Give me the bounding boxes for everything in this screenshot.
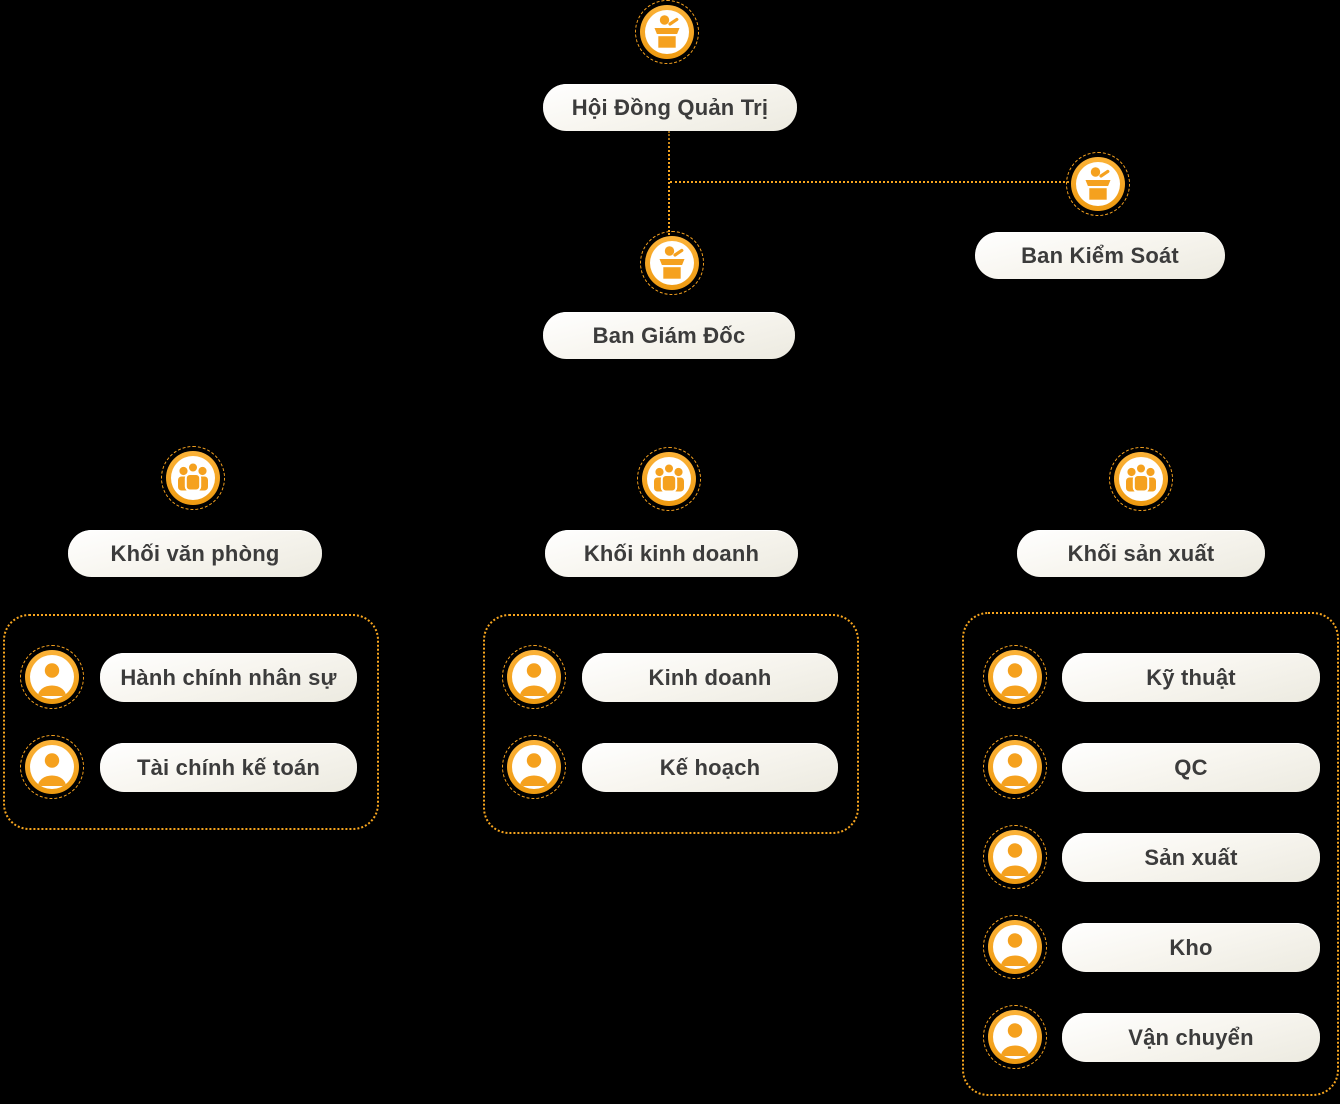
connector-root-to-supervisory — [670, 181, 1069, 183]
person-icon[interactable] — [983, 735, 1047, 799]
node-executive-label: Ban Giám Đốc — [592, 322, 746, 348]
division-label: Khối kinh doanh — [583, 540, 760, 566]
node-dept[interactable]: Kho — [1062, 923, 1320, 972]
person-icon[interactable] — [983, 915, 1047, 979]
podium-icon[interactable] — [640, 231, 704, 295]
dept-label: Kho — [1169, 934, 1213, 960]
node-dept[interactable]: Kỹ thuật — [1062, 653, 1320, 702]
podium-icon-glyph — [650, 241, 694, 285]
person-icon-glyph — [30, 745, 74, 789]
node-supervisory[interactable]: Ban Kiểm Soát — [975, 232, 1225, 279]
person-icon-glyph — [512, 655, 556, 699]
person-icon-glyph — [993, 1015, 1037, 1059]
person-icon-glyph — [993, 835, 1037, 879]
node-executive[interactable]: Ban Giám Đốc — [543, 312, 795, 359]
team-icon[interactable] — [1109, 447, 1173, 511]
node-root-label: Hội Đồng Quản Trị — [571, 94, 769, 120]
node-dept[interactable]: Tài chính kế toán — [100, 743, 357, 792]
node-dept[interactable]: Vận chuyển — [1062, 1013, 1320, 1062]
person-icon-glyph — [993, 655, 1037, 699]
team-icon-glyph — [647, 457, 691, 501]
person-icon[interactable] — [502, 645, 566, 709]
person-icon[interactable] — [983, 825, 1047, 889]
team-icon[interactable] — [637, 447, 701, 511]
person-icon-glyph — [512, 745, 556, 789]
person-icon[interactable] — [502, 735, 566, 799]
team-icon-glyph — [171, 456, 215, 500]
dept-label: Sản xuất — [1144, 844, 1238, 870]
person-icon-glyph — [993, 925, 1037, 969]
node-division-production[interactable]: Khối sản xuất — [1017, 530, 1265, 577]
node-dept[interactable]: Kinh doanh — [582, 653, 838, 702]
dept-label: Kỹ thuật — [1146, 664, 1236, 690]
podium-icon-glyph — [1076, 162, 1120, 206]
person-icon-glyph — [30, 655, 74, 699]
dept-label: QC — [1174, 754, 1208, 780]
group-production-departments[interactable] — [962, 612, 1339, 1096]
team-icon[interactable] — [161, 446, 225, 510]
team-icon-glyph — [1119, 457, 1163, 501]
node-division-office[interactable]: Khối văn phòng — [68, 530, 322, 577]
podium-icon[interactable] — [635, 0, 699, 64]
person-icon-glyph — [993, 745, 1037, 789]
group-office-departments[interactable] — [3, 614, 379, 830]
node-dept[interactable]: Kế hoạch — [582, 743, 838, 792]
dept-label: Vận chuyển — [1128, 1024, 1254, 1050]
person-icon[interactable] — [20, 735, 84, 799]
node-dept[interactable]: Hành chính nhân sự — [100, 653, 357, 702]
podium-icon-glyph — [645, 10, 689, 54]
node-supervisory-label: Ban Kiểm Soát — [1021, 242, 1179, 268]
dept-label: Hành chính nhân sự — [120, 664, 337, 690]
node-root[interactable]: Hội Đồng Quản Trị — [543, 84, 797, 131]
person-icon[interactable] — [983, 645, 1047, 709]
person-icon[interactable] — [20, 645, 84, 709]
dept-label: Kế hoạch — [659, 754, 761, 780]
division-label: Khối văn phòng — [110, 540, 280, 566]
division-label: Khối sản xuất — [1067, 540, 1215, 566]
node-dept[interactable]: Sản xuất — [1062, 833, 1320, 882]
group-business-departments[interactable] — [483, 614, 859, 834]
dept-label: Tài chính kế toán — [136, 754, 321, 780]
node-division-business[interactable]: Khối kinh doanh — [545, 530, 798, 577]
node-dept[interactable]: QC — [1062, 743, 1320, 792]
podium-icon[interactable] — [1066, 152, 1130, 216]
connector-root-to-executive — [668, 131, 670, 235]
person-icon[interactable] — [983, 1005, 1047, 1069]
dept-label: Kinh doanh — [648, 664, 772, 690]
